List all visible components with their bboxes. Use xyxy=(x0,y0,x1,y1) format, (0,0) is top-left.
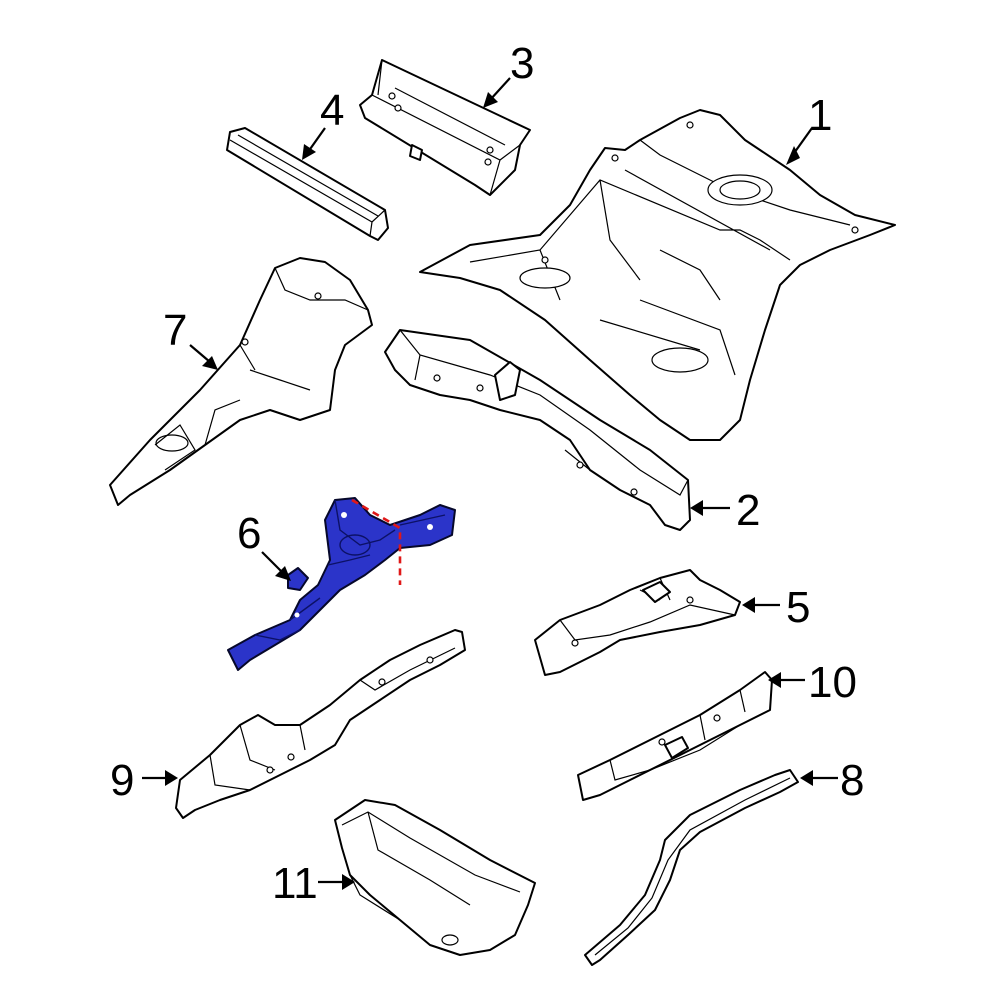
part-3-crossmember xyxy=(359,59,531,196)
part-7-wheelhouse xyxy=(109,257,373,506)
part-4-rail xyxy=(226,127,389,241)
callout-labels: 1 2 3 4 5 6 7 8 9 10 11 xyxy=(110,39,864,908)
callout-1: 1 xyxy=(808,91,832,140)
callout-5: 5 xyxy=(786,583,810,632)
part-8-reinforcement xyxy=(584,769,799,966)
part-5-extension xyxy=(534,569,741,676)
callout-3: 3 xyxy=(510,39,534,88)
part-6-side-member-highlighted xyxy=(227,497,456,671)
part-9-rail xyxy=(175,629,466,819)
part-11-tub xyxy=(334,799,536,956)
part-1-floor-pan xyxy=(419,109,896,441)
callout-arrows xyxy=(142,77,838,890)
callout-8: 8 xyxy=(840,756,864,805)
callout-9: 9 xyxy=(110,756,134,805)
callout-2: 2 xyxy=(736,486,760,535)
part-2-beam xyxy=(384,329,691,531)
callout-6: 6 xyxy=(237,509,261,558)
callout-4: 4 xyxy=(320,86,344,135)
callout-7: 7 xyxy=(163,306,187,355)
cut-line xyxy=(351,498,402,585)
part-10-sill xyxy=(577,671,773,801)
callout-10: 10 xyxy=(808,658,857,707)
callout-11: 11 xyxy=(272,859,318,908)
